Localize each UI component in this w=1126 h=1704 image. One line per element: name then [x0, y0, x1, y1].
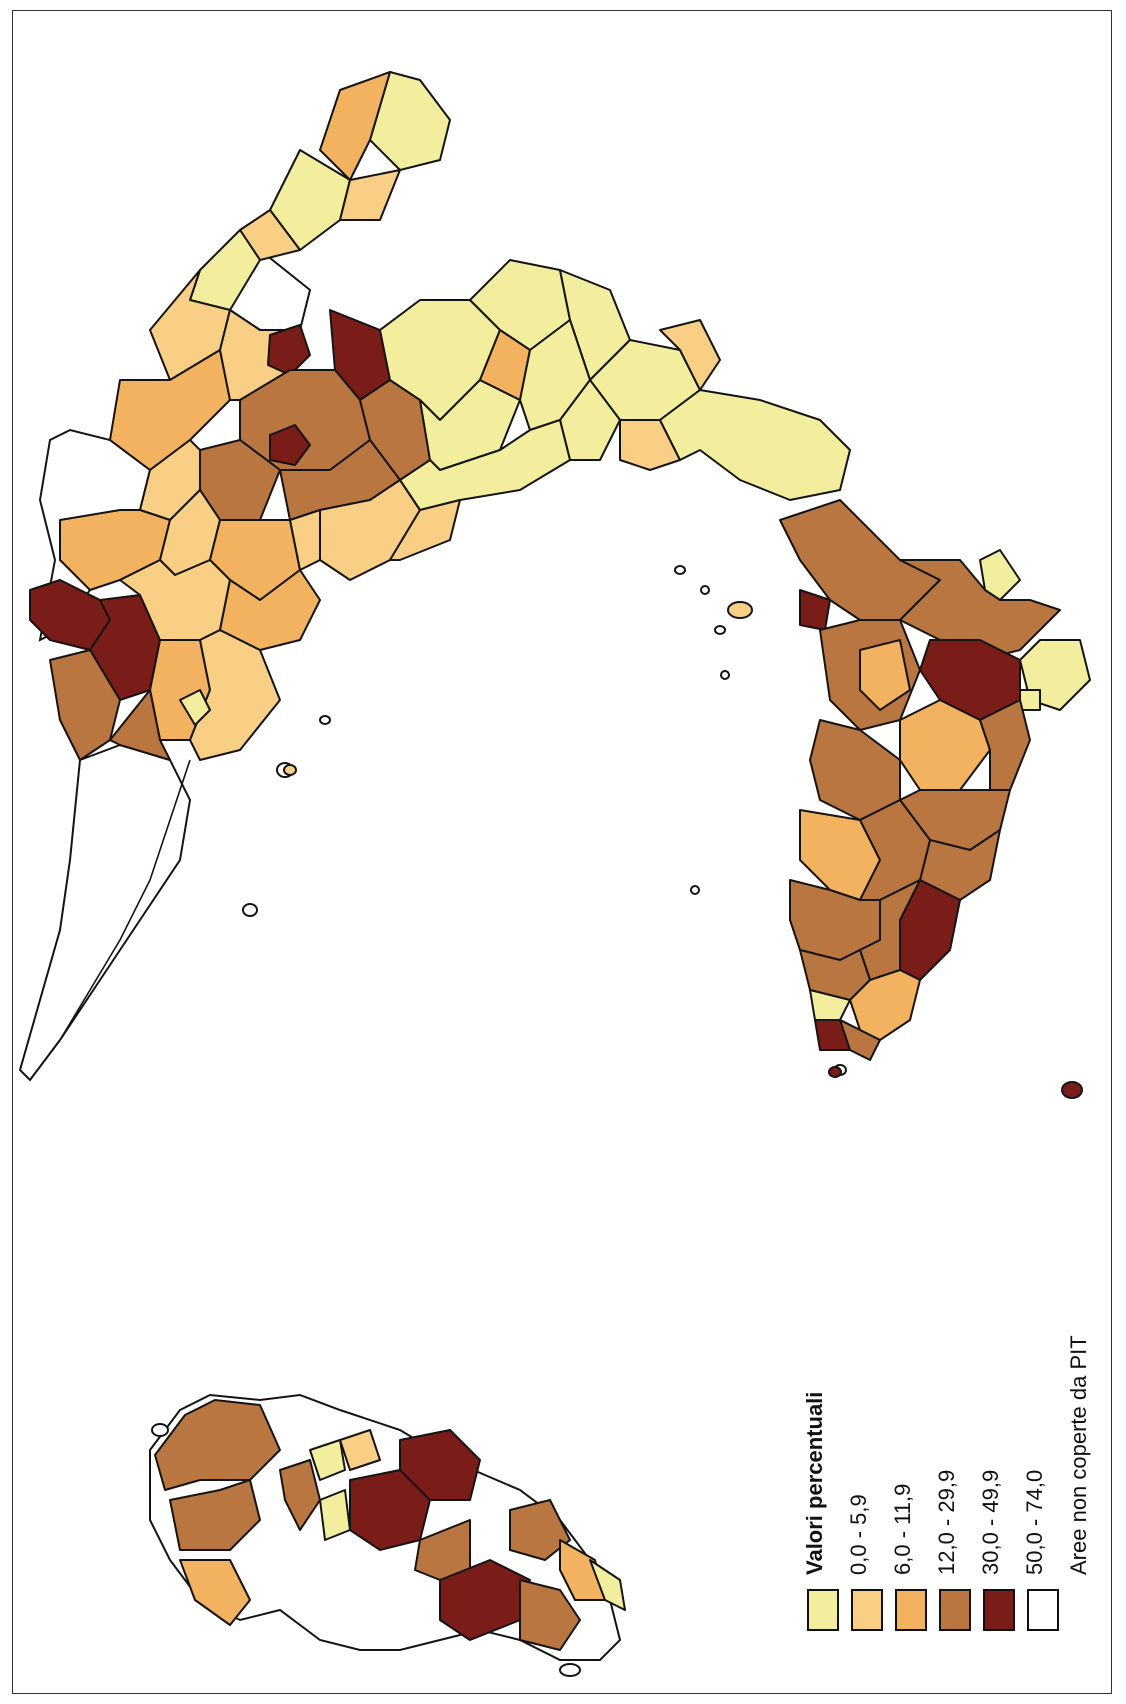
- region-class-1: [659, 389, 851, 501]
- island-class-5: [1061, 1081, 1083, 1099]
- legend-swatch-0: [807, 1589, 839, 1631]
- island: [720, 670, 730, 680]
- region-class-4: [279, 1459, 321, 1531]
- legend-swatch-2: [895, 1589, 927, 1631]
- inset-map: [149, 1393, 626, 1677]
- legend-swatch-3: [939, 1589, 971, 1631]
- mainland-regions: [18, 71, 1091, 1082]
- region-class-3: [219, 569, 321, 651]
- region-class-5: [267, 324, 311, 376]
- region-class-3: [859, 639, 911, 711]
- region-class-1: [589, 1559, 626, 1611]
- island-class-2: [727, 601, 753, 619]
- region-class-5: [399, 1429, 481, 1501]
- region-class-4: [809, 719, 901, 821]
- island: [700, 585, 710, 595]
- region-class-1: [319, 1489, 351, 1541]
- island: [559, 1663, 581, 1677]
- region-class-2: [389, 479, 461, 561]
- legend-label-2: 12,0 - 29,9: [934, 1470, 959, 1575]
- legend-label-5: Aree non coperte da PIT: [1066, 1335, 1091, 1575]
- region-class-4: [109, 689, 171, 761]
- region-class-1: [979, 549, 1021, 601]
- region-class-1: [1019, 689, 1041, 711]
- region-class-1: [179, 689, 211, 726]
- region-class-4: [519, 1579, 581, 1651]
- island-class-5: [828, 1066, 842, 1078]
- region-class-5: [799, 589, 831, 631]
- region-class-2: [659, 319, 721, 391]
- region-uncovered-west-coast: [18, 743, 192, 1082]
- region-class-4: [169, 1479, 261, 1551]
- region-class-3: [899, 699, 991, 791]
- island: [674, 565, 686, 575]
- region-class-1: [269, 149, 351, 251]
- region-class-3: [109, 349, 231, 471]
- region-class-2: [339, 169, 401, 221]
- islands: [242, 565, 1083, 1099]
- island-class-2: [283, 764, 297, 776]
- legend-label-0: 0,0 - 5,9: [846, 1494, 871, 1575]
- island: [242, 903, 258, 917]
- island: [714, 625, 726, 635]
- legend-label-4: 50,0 - 74,0: [1022, 1470, 1047, 1575]
- legend-label-1: 6,0 - 11,9: [890, 1484, 915, 1575]
- region-class-4: [839, 1019, 881, 1061]
- west-coastline: [29, 759, 191, 1081]
- legend: Valori percentuali 0,0 - 5,9 6,0 - 11,9 …: [802, 1335, 1091, 1631]
- region-class-4: [899, 559, 1061, 661]
- legend-swatch-5: [1027, 1589, 1059, 1631]
- region-class-3: [559, 1539, 606, 1601]
- legend-swatch-1: [851, 1589, 883, 1631]
- island: [319, 715, 331, 725]
- region-class-2: [339, 1429, 381, 1471]
- region-class-2: [289, 509, 321, 571]
- region-class-4: [509, 1499, 571, 1561]
- legend-swatch-4: [983, 1589, 1015, 1631]
- island: [151, 1423, 169, 1437]
- region-class-5: [269, 424, 311, 466]
- region-class-2: [619, 419, 681, 471]
- legend-label-3: 30,0 - 49,9: [978, 1470, 1003, 1575]
- region-class-1: [399, 419, 571, 511]
- island: [690, 885, 700, 895]
- region-class-1: [309, 1439, 346, 1481]
- region-class-3: [179, 1559, 251, 1626]
- legend-title: Valori percentuali: [802, 1392, 827, 1575]
- region-class-4: [154, 1399, 281, 1491]
- region-class-3: [319, 71, 391, 181]
